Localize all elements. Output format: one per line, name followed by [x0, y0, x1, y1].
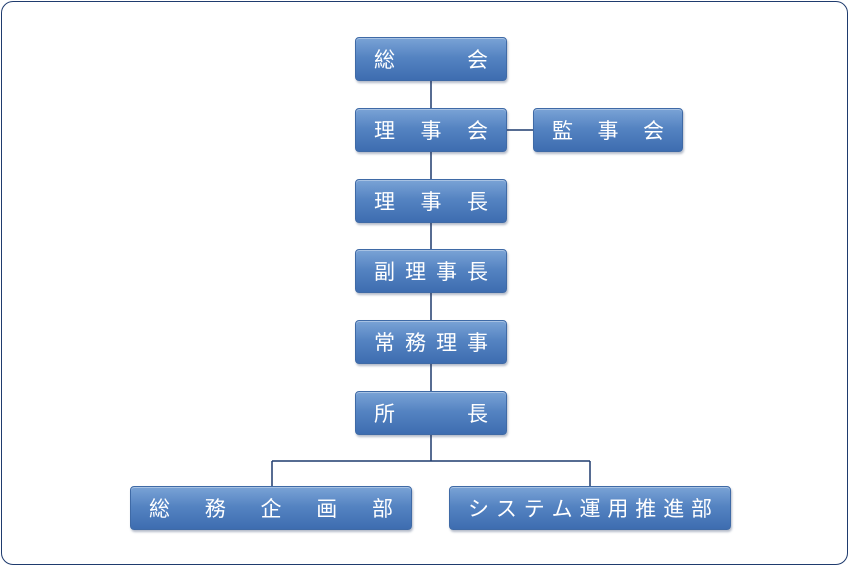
node-char: 進: [663, 497, 685, 521]
node-char: 監: [552, 119, 573, 143]
node-vice-chairman: 副 理 事 長: [355, 249, 507, 293]
node-char: 用: [607, 497, 629, 521]
node-char: 長: [467, 402, 488, 426]
node-managing-director: 常 務 理 事: [355, 320, 507, 364]
node-char: 理: [374, 119, 395, 143]
node-char: 推: [635, 497, 657, 521]
node-char: 会: [467, 48, 488, 72]
node-char: 部: [372, 497, 393, 521]
node-char: 理: [374, 190, 395, 214]
node-general-planning: 総 務 企 画 部: [130, 486, 412, 530]
node-char: 事: [420, 119, 442, 143]
node-char: 務: [204, 497, 226, 521]
node-char: 画: [316, 497, 338, 521]
node-char: ス: [495, 497, 517, 521]
node-general-meeting: 総 会: [355, 37, 507, 81]
node-char: ム: [551, 497, 573, 521]
node-chairman: 理 事 長: [355, 179, 507, 223]
node-char: 理: [405, 260, 426, 284]
node-auditors: 監 事 会: [533, 108, 683, 152]
node-char: 理: [436, 331, 457, 355]
node-char: テ: [523, 497, 545, 521]
node-char: 会: [467, 119, 488, 143]
node-char: 総: [149, 497, 170, 521]
node-system-ops: シ ス テ ム 運 用 推 進 部: [449, 486, 731, 530]
node-char: 事: [420, 190, 442, 214]
node-char: 会: [643, 119, 664, 143]
node-char: 事: [467, 331, 488, 355]
node-char: 長: [467, 190, 488, 214]
node-char: 所: [374, 402, 395, 426]
node-char: 事: [436, 260, 457, 284]
node-char: 企: [260, 497, 282, 521]
node-char: 務: [405, 331, 426, 355]
node-board: 理 事 会: [355, 108, 507, 152]
node-director: 所 長: [355, 391, 507, 435]
node-char: 副: [374, 260, 395, 284]
node-char: 運: [579, 497, 601, 521]
node-char: 常: [374, 331, 395, 355]
node-char: 総: [374, 48, 395, 72]
node-char: 事: [597, 119, 619, 143]
node-char: シ: [468, 497, 489, 521]
node-char: 長: [467, 260, 488, 284]
node-char: 部: [691, 497, 712, 521]
